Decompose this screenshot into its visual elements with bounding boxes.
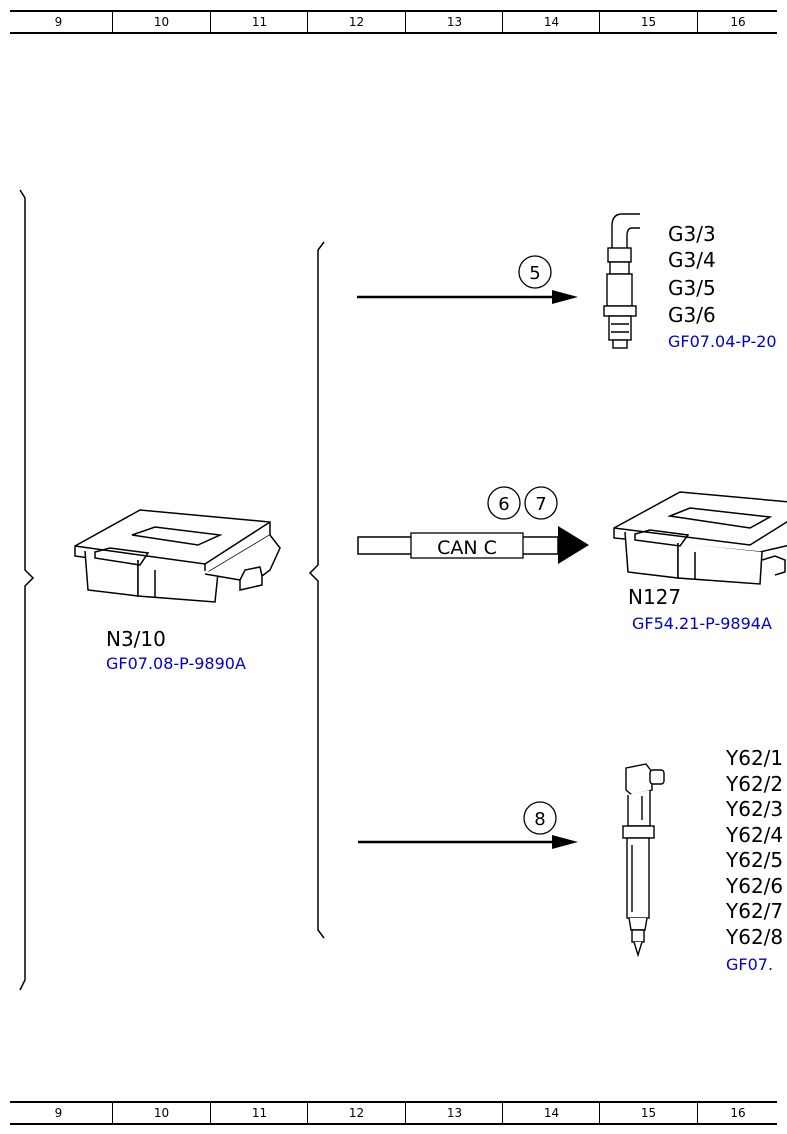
y62-code-6: Y62/6: [725, 874, 783, 898]
outer-brace: [19, 189, 35, 991]
callout-number-5: 5: [529, 263, 540, 284]
callout-number-6: 6: [498, 494, 509, 515]
callout-circle-7: [524, 486, 558, 520]
callout-number-8: 8: [534, 809, 545, 830]
control-unit-n127-icon: [613, 491, 787, 585]
column-ruler-top: 9 10 11 12 13 14 15 16: [10, 10, 777, 34]
y62-code-3: Y62/3: [725, 797, 783, 821]
ruler-cell: 14: [502, 1103, 600, 1123]
can-bus-label: CAN C: [437, 537, 497, 559]
inner-brace: [308, 241, 325, 939]
g3-code-2: G3/4: [668, 248, 716, 272]
ruler-cell: 10: [112, 12, 210, 32]
ruler-cell: 13: [405, 1103, 503, 1123]
g3-ref-link[interactable]: GF07.04-P-20: [668, 332, 777, 351]
y62-code-5: Y62/5: [725, 848, 783, 872]
control-unit-n3-10-icon: [74, 509, 281, 603]
g3-code-3: G3/5: [668, 276, 716, 300]
ruler-cell: 12: [307, 1103, 405, 1123]
y62-code-8: Y62/8: [725, 925, 783, 949]
callout-number-7: 7: [535, 494, 546, 515]
n3-10-code: N3/10: [106, 627, 166, 651]
callout-circle-5: [518, 255, 552, 289]
n127-code: N127: [628, 585, 681, 609]
ruler-cell: 13: [405, 12, 503, 32]
ruler-cell: 15: [599, 12, 697, 32]
column-ruler-bottom: 9 10 11 12 13 14 15 16: [10, 1101, 777, 1125]
ruler-cell: 11: [210, 12, 308, 32]
ruler-cell: 16: [697, 1103, 778, 1123]
ruler-cell: 12: [307, 12, 405, 32]
y62-code-1: Y62/1: [725, 746, 783, 770]
y62-ref-link[interactable]: GF07.: [726, 955, 773, 974]
ruler-cell: 11: [210, 1103, 308, 1123]
ruler-cell: 16: [697, 12, 778, 32]
ruler-cell: 9: [54, 15, 63, 29]
g3-code-4: G3/6: [668, 303, 716, 327]
can-bus-connector: [357, 526, 589, 564]
oxygen-sensor-icon: [603, 213, 640, 349]
ruler-cell: 15: [599, 1103, 697, 1123]
y62-code-7: Y62/7: [725, 899, 783, 923]
y62-code-4: Y62/4: [725, 823, 783, 847]
n3-10-ref-link[interactable]: GF07.08-P-9890A: [106, 654, 246, 673]
n127-ref-link[interactable]: GF54.21-P-9894A: [632, 614, 772, 633]
y62-code-2: Y62/2: [725, 772, 783, 796]
fuel-injector-icon: [622, 763, 665, 958]
arrow-head-8: [552, 835, 578, 849]
g3-code-1: G3/3: [668, 222, 716, 246]
callout-circle-6: [487, 486, 521, 520]
callout-circle-8: [523, 801, 557, 835]
ruler-cell: 9: [54, 1106, 63, 1120]
ruler-cell: 14: [502, 12, 600, 32]
ruler-cell: 10: [112, 1103, 210, 1123]
arrow-head-5: [552, 290, 578, 304]
